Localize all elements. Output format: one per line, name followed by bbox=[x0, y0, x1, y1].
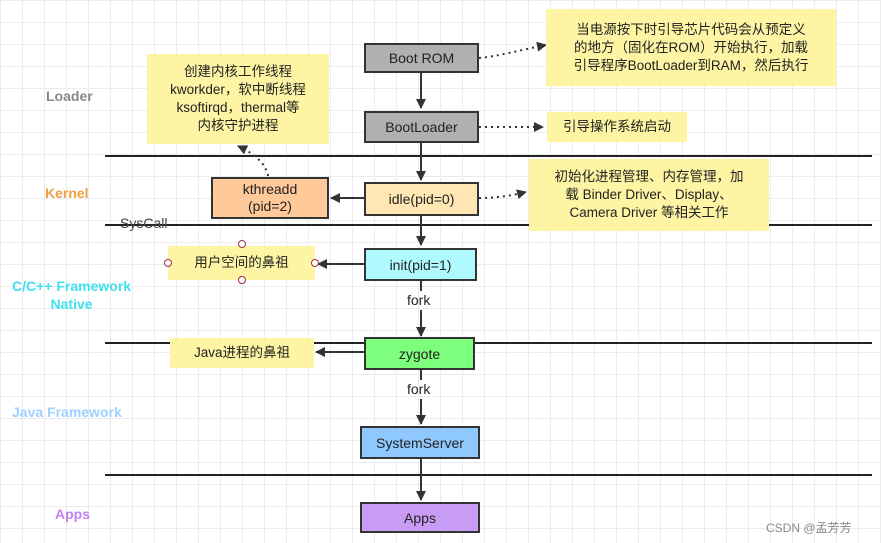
dotted-bootrom-note bbox=[478, 41, 547, 59]
fork-label-1: fork bbox=[407, 292, 431, 308]
watermark-text: CSDN @孟芳芳 bbox=[766, 521, 852, 535]
boot-rom-box: Boot ROM bbox=[364, 43, 479, 73]
idle-box: idle(pid=0) bbox=[364, 182, 479, 216]
layer-label-loader: Loader bbox=[46, 88, 93, 104]
zygote-box: zygote bbox=[364, 337, 475, 370]
kthreadd-box: kthreadd (pid=2) bbox=[211, 177, 329, 219]
init-box: init(pid=1) bbox=[364, 248, 477, 281]
layer-label-native: C/C++ Framework Native bbox=[12, 278, 132, 312]
systemserver-box: SystemServer bbox=[360, 426, 480, 459]
dotted-idle-note bbox=[478, 189, 527, 200]
kthreadd-note: 创建内核工作线程 kworkder，软中断线程 ksoftirqd，therma… bbox=[147, 54, 329, 144]
selection-handle-left bbox=[164, 259, 172, 267]
idle-note: 初始化进程管理、内存管理，加 载 Binder Driver、Display、 … bbox=[529, 159, 769, 231]
zygote-note: Java进程的鼻祖 bbox=[170, 338, 314, 368]
layer-label-java: Java Framework bbox=[12, 404, 122, 420]
layer-label-kernel: Kernel bbox=[45, 185, 89, 201]
bootloader-box: BootLoader bbox=[364, 111, 479, 143]
fork-label-2: fork bbox=[407, 381, 431, 397]
selection-handle-top bbox=[238, 240, 246, 248]
apps-box: Apps bbox=[360, 502, 480, 533]
layer-label-apps: Apps bbox=[55, 506, 90, 522]
selection-handle-right bbox=[311, 259, 319, 267]
bootloader-note: 引导操作系统启动 bbox=[547, 112, 687, 142]
dotted-kthreadd-note bbox=[237, 145, 269, 177]
init-note: 用户空间的鼻祖 bbox=[168, 246, 315, 280]
bootrom-note: 当电源按下时引导芯片代码会从预定义 的地方（固化在ROM）开始执行，加载 引导程… bbox=[546, 9, 836, 86]
syscall-label: SysCall bbox=[120, 215, 168, 231]
selection-handle-bottom bbox=[238, 276, 246, 284]
